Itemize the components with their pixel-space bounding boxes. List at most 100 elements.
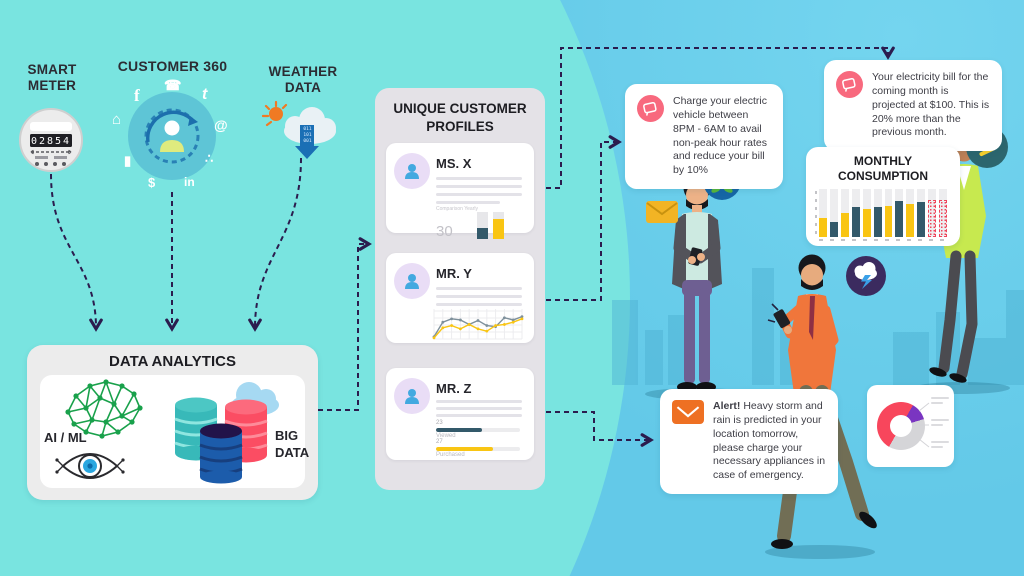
mobile-icon: ▮ xyxy=(124,153,132,168)
charge-message-text: Charge your electric vehicle between 8PM… xyxy=(673,95,767,177)
progress-track xyxy=(436,447,520,451)
wallet-icon: $ xyxy=(148,175,156,190)
connector-smartmeter-analytics xyxy=(50,173,103,332)
smart-meter-icon: 02854 xyxy=(19,108,83,172)
monthly-consumption-chart xyxy=(819,189,948,237)
binary-data-text: 011 101 001 xyxy=(303,127,312,144)
big-data-label: BIG DATA xyxy=(275,428,310,460)
donut-hole xyxy=(890,415,912,437)
consumption-donut-chart xyxy=(877,402,925,450)
placeholder-line xyxy=(436,295,522,298)
profile-card-mr-z: MR. Z 23 Viewed 27 Purchased xyxy=(386,368,534,460)
avatar xyxy=(394,153,430,189)
data-analytics-title: DATA ANALYTICS xyxy=(109,353,236,370)
connector-analytics-profiles xyxy=(318,237,372,411)
placeholder-line xyxy=(436,177,522,180)
storm-cloud-icon xyxy=(846,256,886,296)
mrz-progress-fill xyxy=(436,428,483,432)
weather-data-label: WEATHER DATA xyxy=(268,64,338,96)
metric-value: 27 xyxy=(436,439,443,445)
profile-name: MS. X xyxy=(436,156,472,171)
ai-ml-label: AI / ML xyxy=(44,430,87,445)
profile-name: MR. Y xyxy=(436,266,472,281)
profiles-title: UNIQUE CUSTOMER PROFILES xyxy=(393,101,527,134)
connector-mrz-alert xyxy=(537,411,654,447)
bill-message-text: Your electricity bill for the coming mon… xyxy=(872,71,990,139)
profile-name: MR. Z xyxy=(436,381,472,396)
connector-weather-analytics xyxy=(248,157,302,332)
placeholder-line xyxy=(436,193,522,196)
consumption-bar xyxy=(939,189,948,237)
profile-card-mr-y: MR. Y xyxy=(386,253,534,343)
charge-ev-message-card: Charge your electric vehicle between 8PM… xyxy=(625,84,783,190)
whatsapp-icon: ☎ xyxy=(164,77,182,93)
consumption-bar xyxy=(862,189,871,237)
donut-leader-lines xyxy=(919,402,930,448)
consumption-bar xyxy=(819,189,827,237)
y-axis-ticks xyxy=(815,191,817,237)
x-axis-ticks xyxy=(819,239,947,241)
email-at-icon: @ xyxy=(214,117,228,133)
customer-360-label: CUSTOMER 360 xyxy=(117,58,228,74)
neural-network-brain-icon xyxy=(65,379,143,439)
placeholder-line xyxy=(436,185,522,188)
placeholder-line xyxy=(436,400,522,403)
twitter-icon: t xyxy=(202,86,208,103)
consumption-bar xyxy=(895,189,904,237)
consumption-bar xyxy=(906,189,915,237)
mry-line-chart xyxy=(432,309,524,340)
placeholder-line xyxy=(436,414,522,417)
unique-customer-profiles-panel: UNIQUE CUSTOMER PROFILES MS. X Compariso… xyxy=(375,88,545,490)
consumption-bar xyxy=(829,189,838,237)
donut-legend-item xyxy=(931,397,949,406)
placeholder-line xyxy=(436,303,522,306)
consumption-bar xyxy=(917,189,926,237)
consumption-bar xyxy=(884,189,893,237)
consumption-bar xyxy=(873,189,882,237)
big-data-cylinders-icon xyxy=(174,382,279,484)
person-icon xyxy=(405,389,419,404)
mrz-metric-purchased: 27 Purchased xyxy=(436,439,520,459)
msx-stat-value: 30 xyxy=(436,223,453,240)
yellow-envelope-icon xyxy=(646,201,678,223)
home-icon: ⌂ xyxy=(112,111,122,128)
placeholder-line xyxy=(436,407,522,410)
connector-mry-charge xyxy=(537,135,622,301)
connector-msx-bill xyxy=(537,46,895,189)
alert-envelope-icon xyxy=(672,400,704,424)
msx-stat-block: Comparison Yearly 30 xyxy=(436,206,504,239)
mrz-metric-viewed: 23 Viewed xyxy=(436,420,520,440)
avatar xyxy=(394,263,430,299)
placeholder-line xyxy=(436,201,500,204)
consumption-bar xyxy=(851,189,860,237)
alert-body: Heavy storm and rain is predicted in you… xyxy=(713,400,826,482)
msx-mini-bars xyxy=(476,212,504,239)
person-icon xyxy=(405,164,419,179)
profile-card-ms-x: MS. X Comparison Yearly 30 xyxy=(386,143,534,239)
monthly-consumption-card: MONTHLY CONSUMPTION xyxy=(806,147,960,246)
placeholder-line xyxy=(436,287,522,290)
metric-value: 23 xyxy=(436,420,443,426)
monthly-consumption-title: MONTHLY CONSUMPTION xyxy=(838,154,928,183)
consumption-bar xyxy=(928,189,937,237)
customer-360-graphic: ☎ f t ⌂ @ ▮ ∴ $ in xyxy=(112,78,232,192)
alert-message-text: Alert! Heavy storm and rain is predicted… xyxy=(713,400,826,483)
donut-legend-item xyxy=(931,441,949,450)
data-analytics-box: DATA ANALYTICS AI / ML xyxy=(27,345,318,500)
consumption-bar xyxy=(840,189,849,237)
meter-reading: 02854 xyxy=(31,136,71,147)
linkedin-icon: in xyxy=(184,175,195,189)
smart-meter-label: SMART METER xyxy=(27,62,77,94)
donut-legend-item xyxy=(931,419,949,428)
metric-label: Viewed xyxy=(436,432,456,439)
storm-alert-message-card: Alert! Heavy storm and rain is predicted… xyxy=(660,389,838,495)
metric-label: Purchased xyxy=(436,451,465,458)
consumption-breakdown-card xyxy=(867,385,954,467)
avatar xyxy=(394,378,430,414)
mini-bar xyxy=(492,212,504,239)
person-icon xyxy=(405,274,419,289)
mrz-progress-fill xyxy=(436,447,494,451)
progress-track xyxy=(436,428,520,432)
phone-man2 xyxy=(773,309,791,329)
